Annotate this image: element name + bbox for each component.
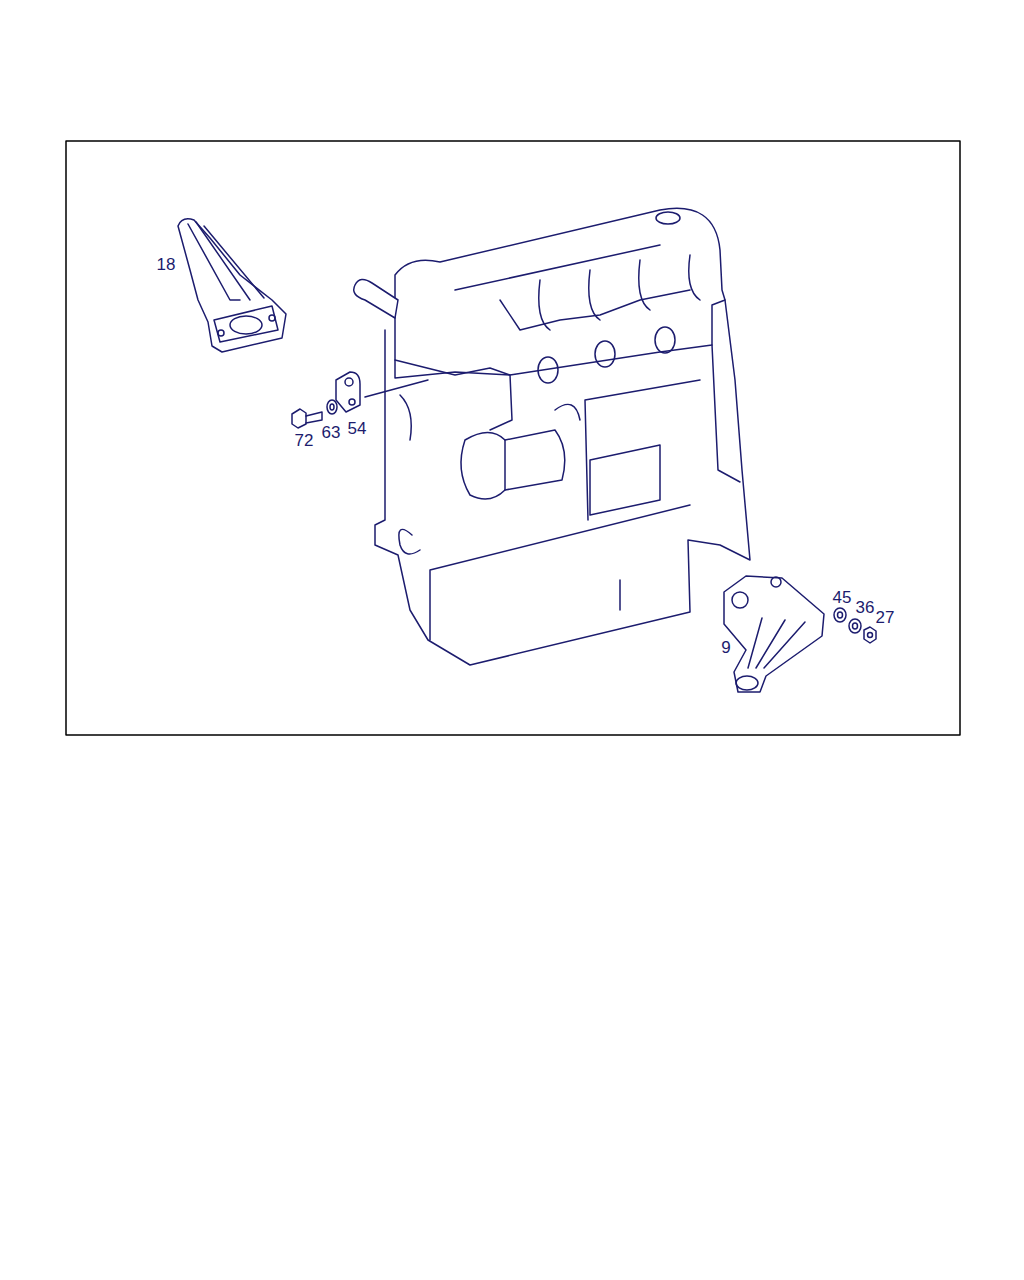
callout-number: 45 bbox=[833, 589, 852, 606]
callout-number: 18 bbox=[157, 256, 176, 273]
callout-number: 54 bbox=[348, 420, 367, 437]
callout-number: 63 bbox=[322, 424, 341, 441]
callout-number: 27 bbox=[876, 609, 895, 626]
engine-block bbox=[354, 208, 750, 665]
frame-border bbox=[66, 141, 960, 735]
callout-number: 9 bbox=[721, 639, 730, 656]
callout-number: 72 bbox=[295, 432, 314, 449]
mounting-bracket bbox=[178, 219, 286, 352]
callout-number: 36 bbox=[856, 599, 875, 616]
mounting-bracket bbox=[724, 576, 824, 692]
